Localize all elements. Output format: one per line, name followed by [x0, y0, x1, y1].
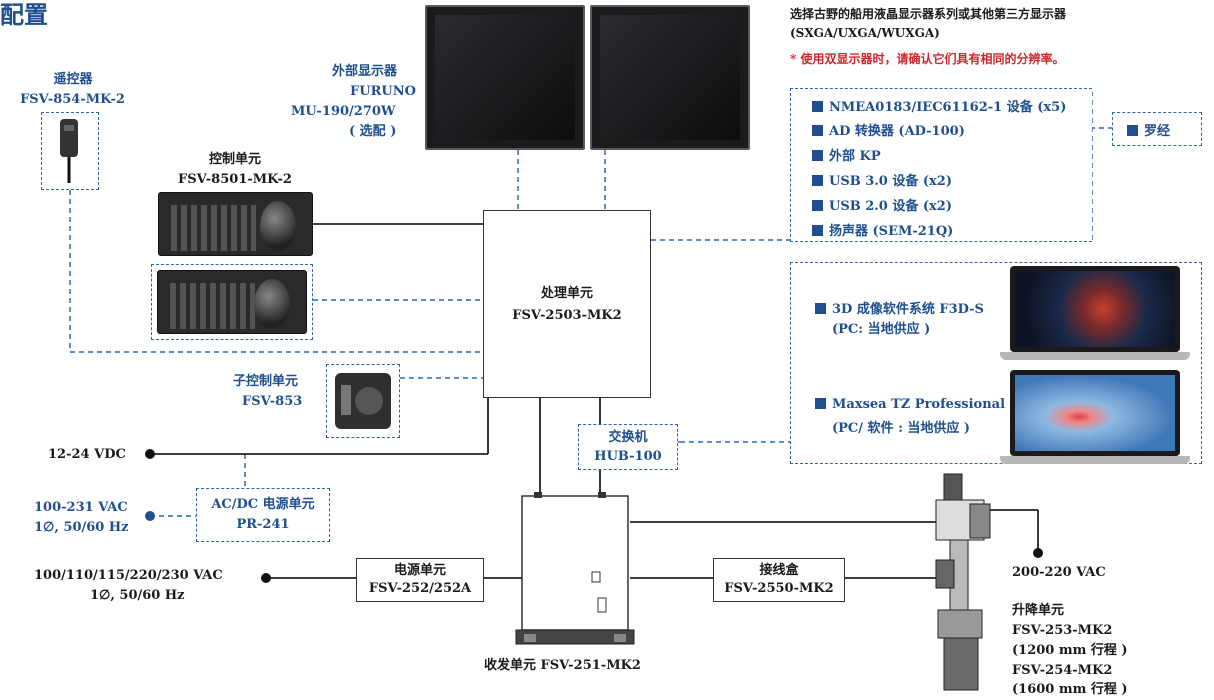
io-item: 外部 KP	[812, 145, 881, 164]
monitor-header-2: (SXGA/UXGA/WUXGA)	[790, 26, 940, 40]
processor-unit: 处理单元 FSV-2503-MK2	[483, 210, 651, 398]
monitor-brand: FURUNO	[350, 84, 416, 99]
power-unit-model: FSV-252/252A	[368, 581, 472, 596]
hub-box: 交换机 HUB-100	[578, 424, 678, 470]
hull-supply-label: 200-220 VAC	[1012, 565, 1106, 580]
remote-controller	[41, 112, 99, 190]
io-item: USB 3.0 设备 (x2)	[812, 170, 952, 189]
software-item-note: (PC/ 软件 : 当地供应 )	[832, 421, 971, 436]
junction-box-name: 接线盒	[759, 563, 799, 578]
io-item: 扬声器 (SEM-21Q)	[812, 220, 953, 239]
compass-box: 罗经	[1112, 112, 1202, 146]
mains-terminal	[261, 573, 271, 583]
monitor-model: MU-190/270W	[291, 104, 396, 119]
hull-unit-stroke-1: (1200 mm 行程 )	[1012, 643, 1128, 658]
power-unit-name: 电源单元	[393, 563, 446, 578]
power-unit-box: 电源单元 FSV-252/252A	[356, 558, 484, 602]
external-monitor-2	[590, 5, 750, 150]
remote-name: 遥控器	[53, 72, 93, 87]
remote-model: FSV-854-MK-2	[20, 92, 125, 107]
sub-control-icon	[335, 373, 391, 429]
control-unit-name: 控制单元	[208, 152, 261, 167]
transceiver-label: 收发单元 FSV-251-MK2	[484, 658, 641, 673]
acdc-unit-model: PR-241	[236, 517, 290, 532]
hub-model: HUB-100	[594, 449, 662, 464]
dc-supply-label: 12-24 VDC	[48, 447, 126, 462]
io-item: NMEA0183/IEC61162-1 设备 (x5)	[812, 96, 1066, 115]
ac-supply-line2: 1∅, 50/60 Hz	[34, 520, 129, 535]
hull-unit-model-2: FSV-254-MK2	[1012, 663, 1113, 678]
software-item: Maxsea TZ Professional	[815, 397, 1005, 412]
ac-supply-line1: 100-231 VAC	[34, 500, 128, 515]
io-item: AD 转换器 (AD-100)	[812, 120, 965, 139]
remote-icon	[60, 119, 78, 183]
mains-line1: 100/110/115/220/230 VAC	[34, 568, 223, 583]
io-item: USB 2.0 设备 (x2)	[812, 195, 952, 214]
junction-box-model: FSV-2550-MK2	[724, 581, 834, 596]
software-item: 3D 成像软件系统 F3D-S	[815, 298, 984, 317]
processor-model: FSV-2503-MK2	[512, 308, 622, 323]
sub-control-model: FSV-853	[242, 394, 303, 409]
external-monitor-1	[425, 5, 585, 150]
hub-name: 交换机	[608, 430, 648, 445]
sub-control-unit	[326, 364, 400, 438]
control-unit-2-frame	[151, 264, 313, 340]
dc-supply-terminal	[145, 449, 155, 459]
software-item-note: (PC: 当地供应 )	[832, 322, 931, 337]
mains-line2: 1∅, 50/60 Hz	[90, 588, 185, 603]
junction-box: 接线盒 FSV-2550-MK2	[713, 558, 845, 602]
monitor-name: 外部显示器	[332, 64, 398, 79]
sub-control-name: 子控制单元	[233, 374, 299, 389]
monitor-header-1: 选择古野的船用液晶显示器系列或其他第三方显示器	[790, 7, 1067, 21]
trackball-icon	[260, 201, 296, 251]
hull-unit-name: 升降单元	[1012, 603, 1065, 618]
control-unit-panel	[158, 192, 313, 256]
io-list-frame	[790, 88, 1092, 242]
trackball-icon	[254, 279, 290, 329]
compass-label: 罗经	[1144, 124, 1171, 139]
hull-unit-model-1: FSV-253-MK2	[1012, 623, 1113, 638]
ac-supply-terminal	[145, 511, 155, 521]
control-unit-panel-2	[157, 270, 307, 334]
processor-name: 处理单元	[540, 286, 593, 301]
hull-unit-stroke-2: (1600 mm 行程 )	[1012, 682, 1128, 697]
hull-unit-drawing	[935, 473, 991, 691]
monitor-warning: * 使用双显示器时，请确认它们具有相同的分辨率。	[790, 52, 1065, 66]
acdc-unit-box: AC/DC 电源单元 PR-241	[196, 488, 330, 542]
acdc-unit-name: AC/DC 电源单元	[211, 497, 315, 512]
monitor-note: ( 选配 )	[349, 124, 397, 139]
control-unit-model: FSV-8501-MK-2	[178, 172, 292, 187]
page-title: 配置	[0, 0, 48, 29]
transceiver-unit	[515, 492, 635, 645]
hull-supply-terminal	[1033, 548, 1043, 558]
